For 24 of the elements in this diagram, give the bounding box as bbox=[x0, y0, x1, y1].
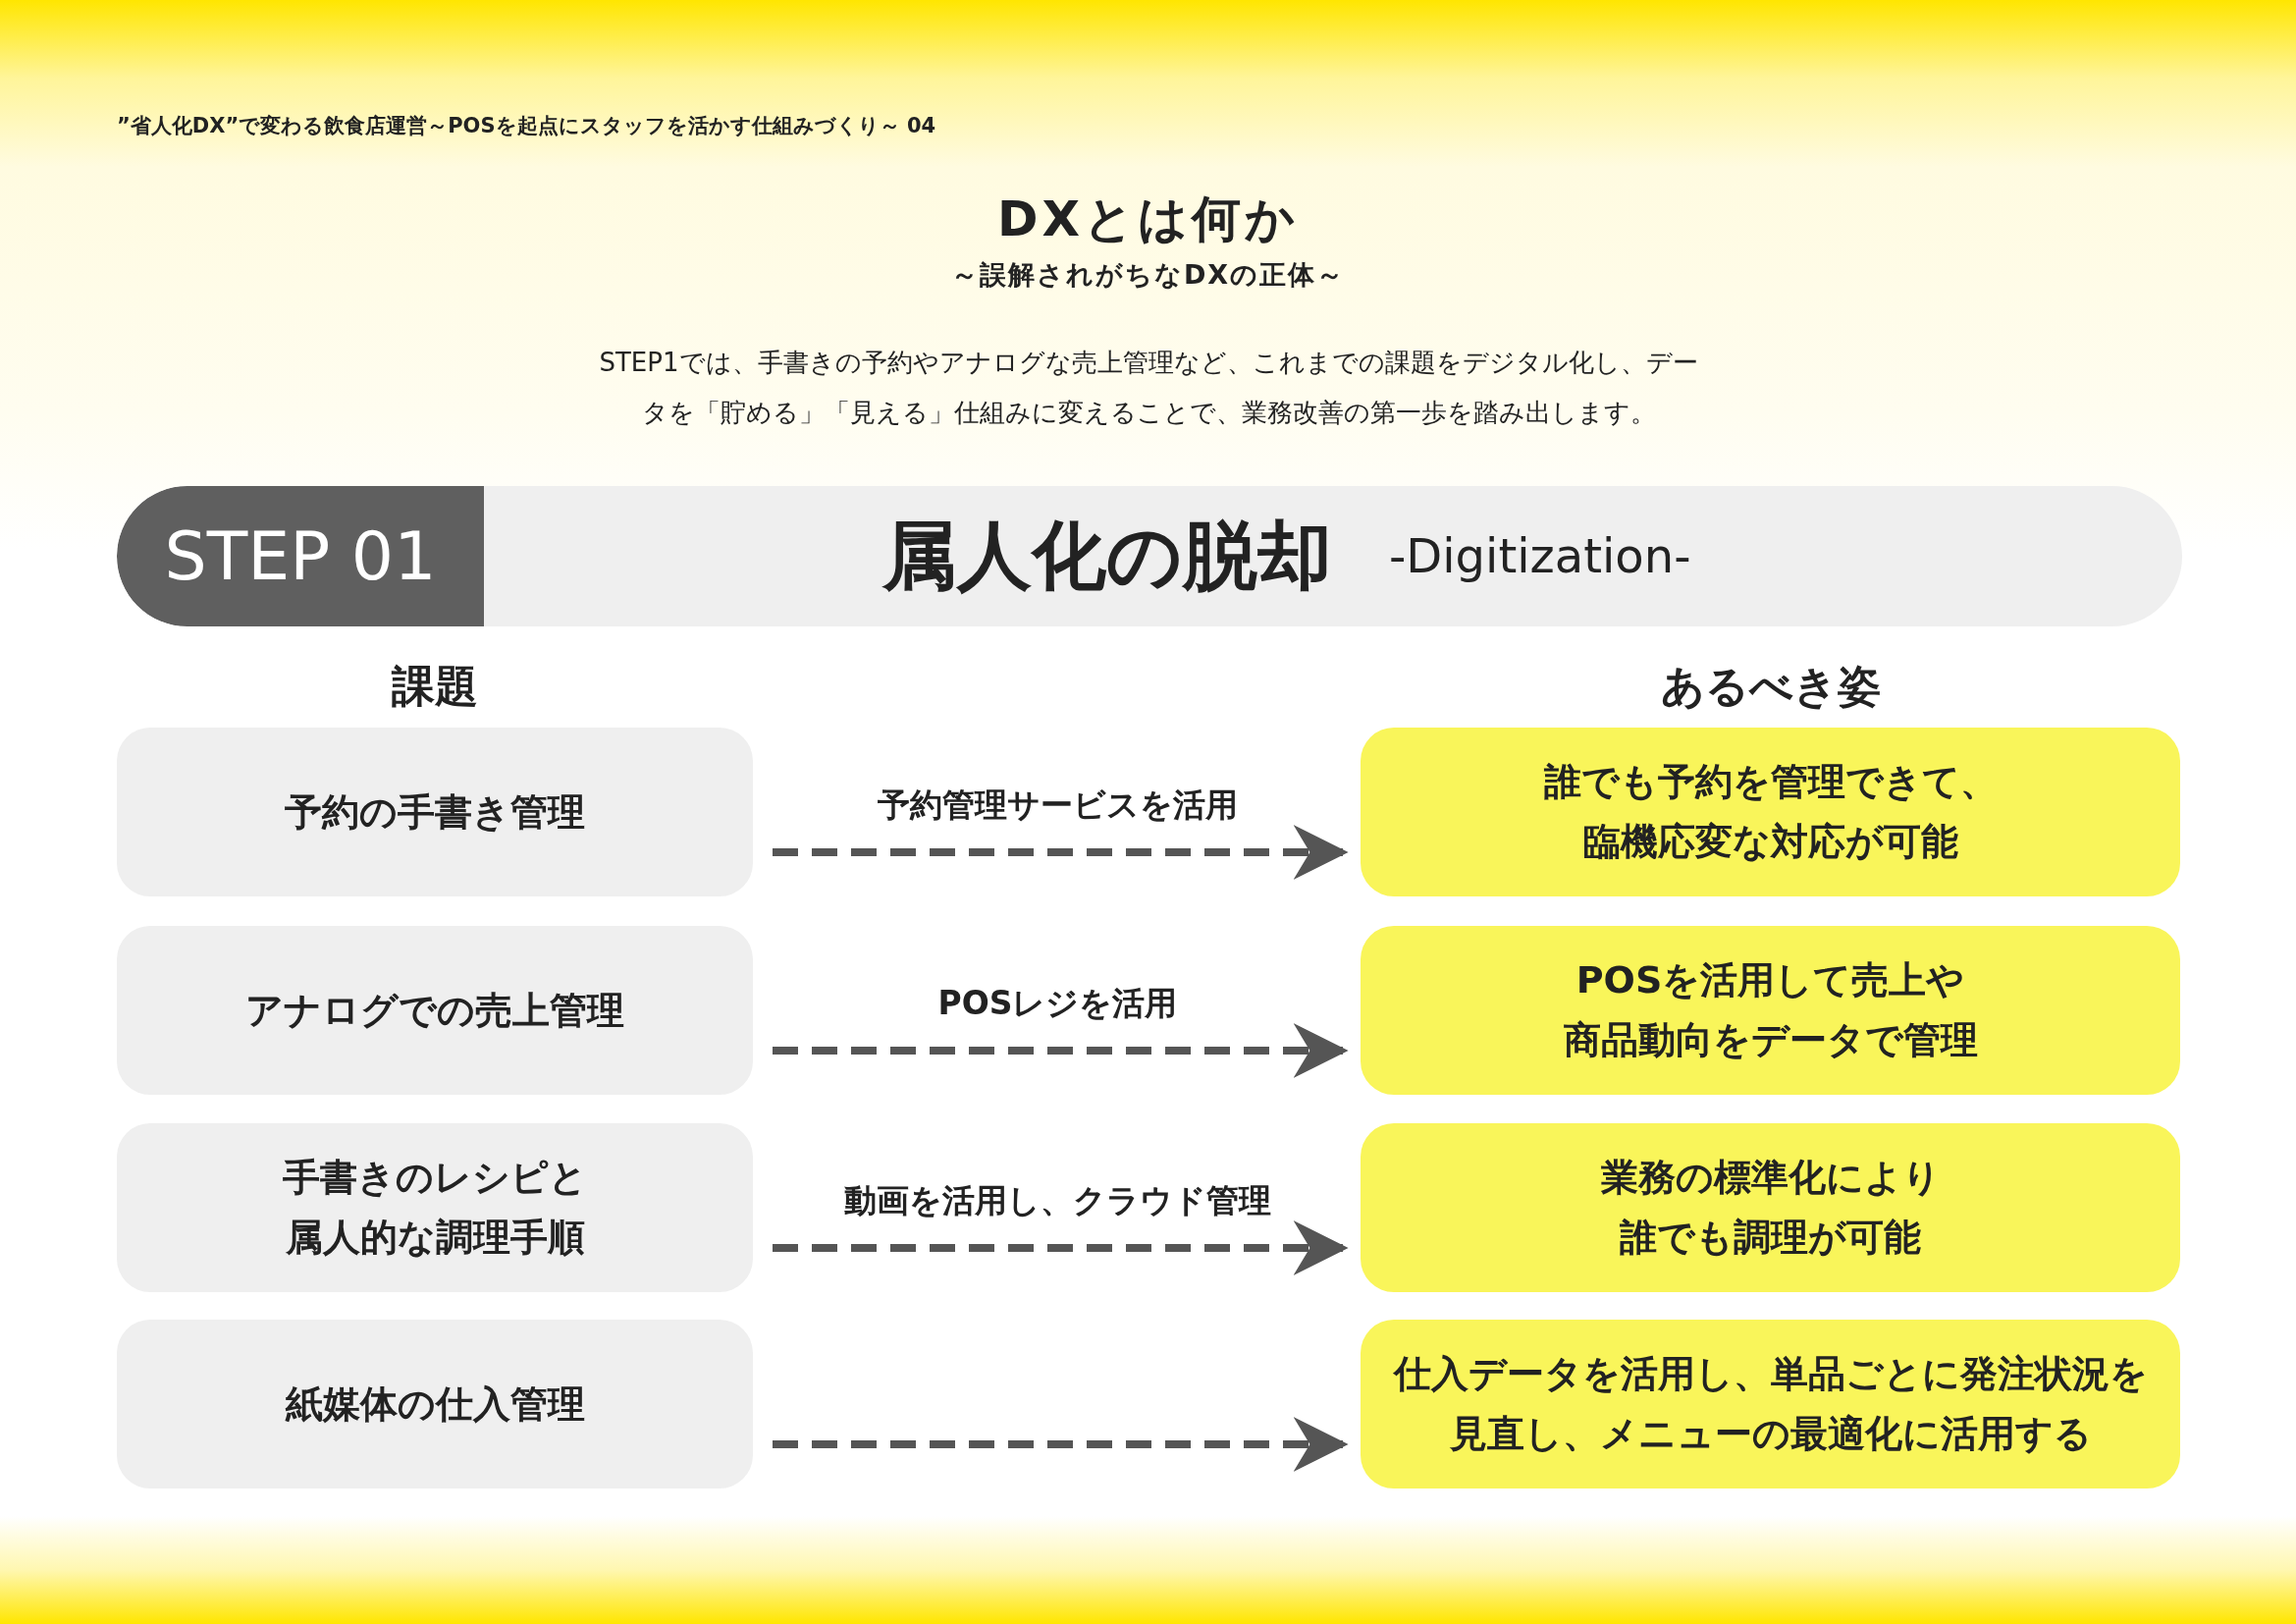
box-text: 手書きのレシピと属人的な調理手順 bbox=[282, 1155, 588, 1261]
box-text: 予約の手書き管理 bbox=[285, 788, 585, 836]
goal-box bbox=[1361, 1320, 2180, 1489]
banner-subtitle: -Digitization- bbox=[1389, 527, 1691, 585]
goal-box bbox=[1361, 728, 2180, 896]
box-text: 仕入データを活用し、単品ごとに発注状況を見直し、メニューの最適化に活用する bbox=[1392, 1351, 2149, 1457]
box-text: 誰でも予約を管理できて、臨機応変な対応が可能 bbox=[1542, 759, 1999, 865]
intro-paragraph: STEP1では、手書きの予約やアナログな売上管理など、これまでの課題をデジタル化し、データを「貯める」「見える」仕組みに変えることで、業務改善の第一歩を踏み出します。 bbox=[598, 347, 1699, 429]
banner-title: 属人化の脱却 bbox=[882, 511, 1332, 601]
title: DXとは何か bbox=[995, 189, 1301, 249]
subtitle: ～誤解されがちなDXの正体～ bbox=[949, 258, 1347, 292]
edge-label: 予約管理サービスを活用 bbox=[877, 785, 1239, 826]
column-heading: 課題 bbox=[391, 660, 479, 713]
box-text: 紙媒体の仕入管理 bbox=[285, 1380, 585, 1428]
edge-label: POSレジを活用 bbox=[936, 983, 1179, 1024]
goal-box bbox=[1361, 1123, 2180, 1292]
step-badge: STEP 01 bbox=[117, 486, 484, 626]
column-heading: あるべき姿 bbox=[1659, 660, 1882, 713]
edge-label: 動画を活用し、クラウド管理 bbox=[843, 1180, 1272, 1221]
page-header: ”省人化DX”で変わる飲食店運営～POSを起点にスタッフを活かす仕組みづくり～ 04 bbox=[117, 113, 936, 139]
box-text: アナログでの売上管理 bbox=[245, 987, 624, 1034]
goal-box bbox=[1361, 926, 2180, 1095]
box-text: 業務の標準化により誰でも調理が可能 bbox=[1599, 1155, 1942, 1261]
box-text: POSを活用して売上や商品動向をデータで管理 bbox=[1562, 957, 1979, 1063]
